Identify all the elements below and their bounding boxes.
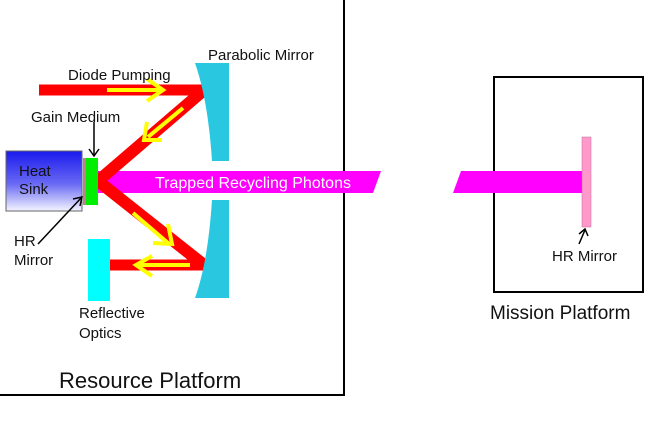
hr-mirror-pointer xyxy=(37,196,83,245)
hr-mirror-mission-label: HR Mirror xyxy=(552,248,617,265)
direction-arrows xyxy=(107,77,190,278)
arrow-down-left-icon xyxy=(141,106,185,142)
hr-mirror-mission-pointer xyxy=(578,227,589,245)
mission-platform-label: Mission Platform xyxy=(490,303,630,324)
resource-platform-label: Resource Platform xyxy=(59,368,241,393)
trapped-beam-right xyxy=(453,171,582,193)
arrow-right-icon xyxy=(107,77,167,103)
resource-platform-frame xyxy=(0,0,345,396)
heat-sink-label-line2: Sink xyxy=(19,181,49,198)
arrow-left-icon xyxy=(132,254,190,278)
hr-mirror-label-line1: HR xyxy=(14,233,36,250)
parabolic-mirror-bottom xyxy=(195,200,229,298)
gain-medium xyxy=(86,158,98,205)
hr-mirror-mission xyxy=(581,136,592,228)
trapped-beam-label: Trapped Recycling Photons xyxy=(155,175,351,192)
reflective-optics xyxy=(88,239,110,301)
heat-sink xyxy=(5,150,83,212)
reflective-optics-label-line1: Reflective xyxy=(79,305,145,322)
arrow-down-right-icon xyxy=(131,211,175,247)
hr-mirror-resource xyxy=(83,158,86,205)
pump-beam-from-gain xyxy=(94,176,208,270)
gain-medium-label: Gain Medium xyxy=(31,109,120,126)
reflective-optics-label-line2: Optics xyxy=(79,325,122,342)
diode-pumping-label: Diode Pumping xyxy=(68,67,171,84)
gain-medium-pointer xyxy=(88,122,100,158)
parabolic-mirror-label: Parabolic Mirror xyxy=(208,47,314,64)
parabolic-mirror-top xyxy=(195,63,229,161)
trapped-beam-left xyxy=(98,171,381,193)
hr-mirror-label-line2: Mirror xyxy=(14,252,53,269)
heat-sink-label-line1: Heat xyxy=(19,163,52,180)
